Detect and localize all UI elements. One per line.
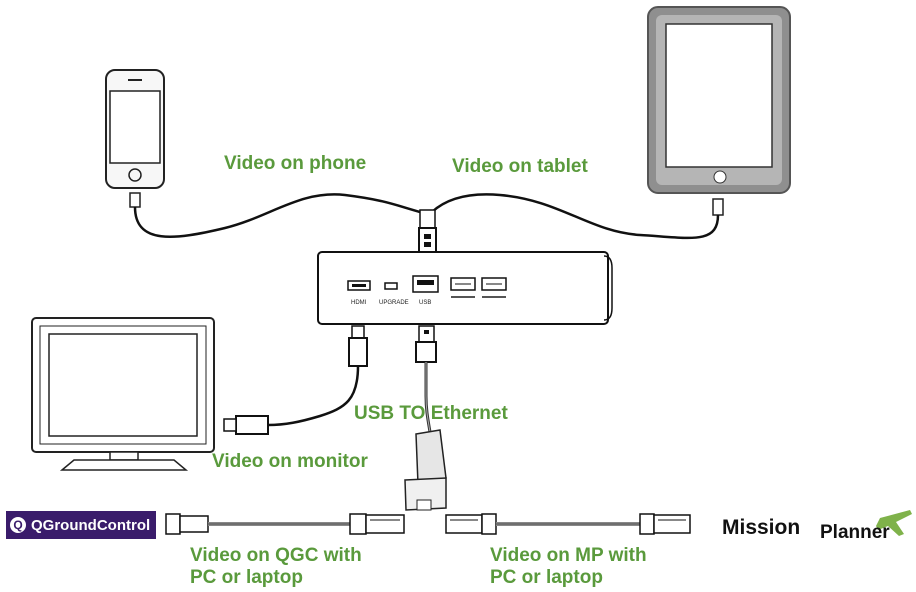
video-device: HDMI UPGRADE USB: [317, 251, 613, 325]
ethernet-cable-mp: [445, 513, 691, 535]
hdmi-plug-monitor-end: [223, 415, 269, 435]
qgroundcontrol-logo: Q QGroundControl: [6, 511, 156, 539]
qgc-icon: Q: [10, 517, 26, 533]
mission-planner-plane-icon: [876, 510, 912, 536]
usb-port-label: USB: [419, 300, 431, 306]
video-on-phone-label: Video on phone: [224, 153, 367, 174]
video-on-qgc-label: Video on QGC with PC or laptop: [190, 545, 362, 589]
video-on-mp-line2: PC or laptop: [490, 567, 603, 588]
hdmi-port-label: HDMI: [351, 300, 367, 306]
video-on-qgc-line2: PC or laptop: [190, 567, 303, 588]
hdmi-plug: [348, 325, 368, 367]
monitor-icon: [31, 317, 215, 471]
mp-logo-text-2: Planner: [820, 522, 890, 543]
bottom-usb-plug: [415, 325, 437, 363]
video-on-qgc-line1: Video on QGC with: [190, 545, 362, 566]
top-usb-plug: [418, 209, 437, 253]
phone-cable: [133, 193, 421, 238]
tablet-icon: [647, 6, 791, 216]
usb-ethernet-adapter: [404, 429, 447, 511]
tablet-cable: [431, 193, 720, 240]
upgrade-port-label: UPGRADE: [379, 300, 409, 306]
video-on-tablet-label: Video on tablet: [452, 156, 588, 177]
usb-to-ethernet-label: USB TO Ethernet: [354, 403, 508, 424]
ethernet-cable-qgc: [165, 513, 405, 535]
hdmi-cable: [267, 365, 360, 427]
mp-logo-text-1: Mission: [722, 516, 801, 539]
video-on-monitor-label: Video on monitor: [212, 451, 368, 472]
mission-planner-logo: Mission Planner: [722, 508, 912, 548]
qgc-logo-text: QGroundControl: [31, 516, 151, 534]
phone-icon: [105, 69, 165, 208]
video-on-mp-line1: Video on MP with: [490, 545, 647, 566]
video-on-mp-label: Video on MP with PC or laptop: [490, 545, 647, 589]
